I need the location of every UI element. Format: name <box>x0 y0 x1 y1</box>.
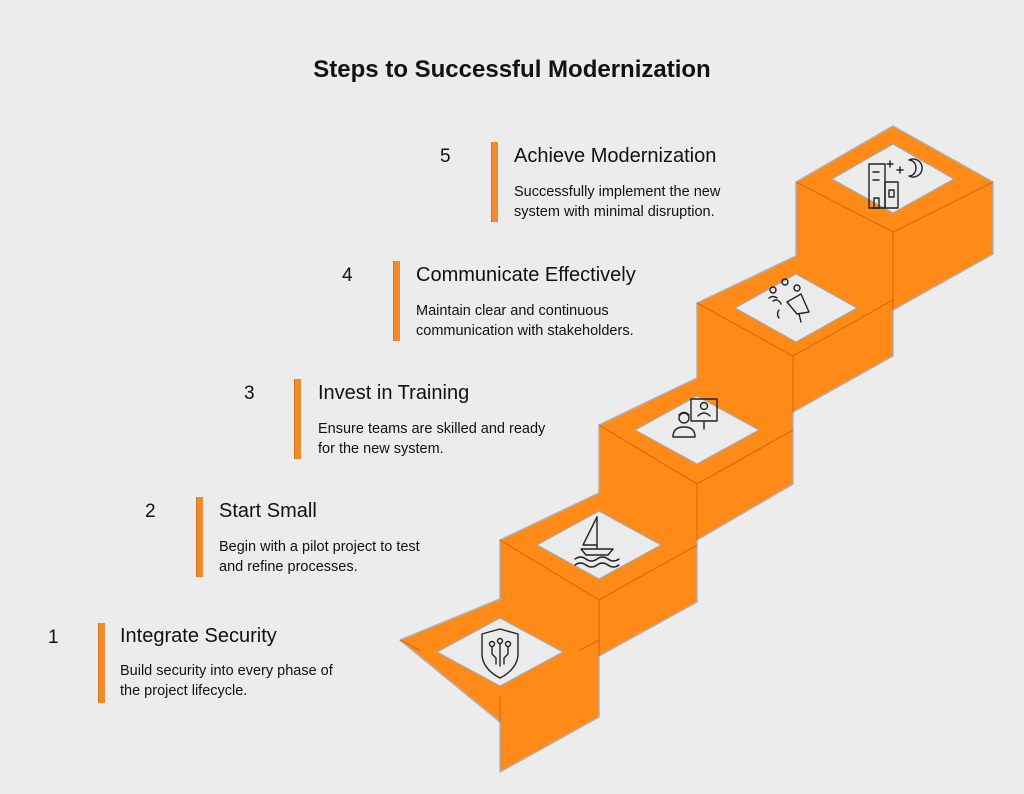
step-description: Successfully implement the new system wi… <box>514 184 721 220</box>
step-description: Ensure teams are skilled and ready for t… <box>318 421 546 457</box>
tile-step-4 <box>733 273 859 343</box>
tile-step-3 <box>633 395 761 465</box>
tile-step-5 <box>830 143 956 214</box>
step-number: 2 <box>145 501 156 522</box>
step-title: Achieve Modernization <box>514 145 717 167</box>
training-presentation-icon <box>672 398 718 438</box>
sailboat-icon <box>574 516 620 568</box>
step-title: Start Small <box>219 500 317 522</box>
step-description: Begin with a pilot project to test and r… <box>219 539 420 575</box>
step-title: Communicate Effectively <box>416 264 636 286</box>
step-description: Maintain clear and continuous communicat… <box>416 303 634 339</box>
megaphone-people-icon <box>768 278 810 323</box>
tile-step-2 <box>535 510 663 580</box>
step-number: 5 <box>440 146 451 167</box>
shield-circuit-icon <box>481 628 519 679</box>
step-accent-bar <box>491 142 498 222</box>
stair-tiles <box>418 133 973 697</box>
step-accent-bar <box>98 623 105 703</box>
step-number: 1 <box>48 627 59 648</box>
step-accent-bar <box>196 497 203 577</box>
step-title: Invest in Training <box>318 382 470 404</box>
step-number: 3 <box>244 383 255 404</box>
step-number: 4 <box>342 265 353 286</box>
step-accent-bar <box>393 261 400 341</box>
city-night-icon <box>868 158 923 209</box>
step-title: Integrate Security <box>120 625 277 647</box>
step-description: Build security into every phase of the p… <box>120 663 333 699</box>
step-accent-bar <box>294 379 301 459</box>
diagram-title: Steps to Successful Modernization <box>313 56 711 83</box>
